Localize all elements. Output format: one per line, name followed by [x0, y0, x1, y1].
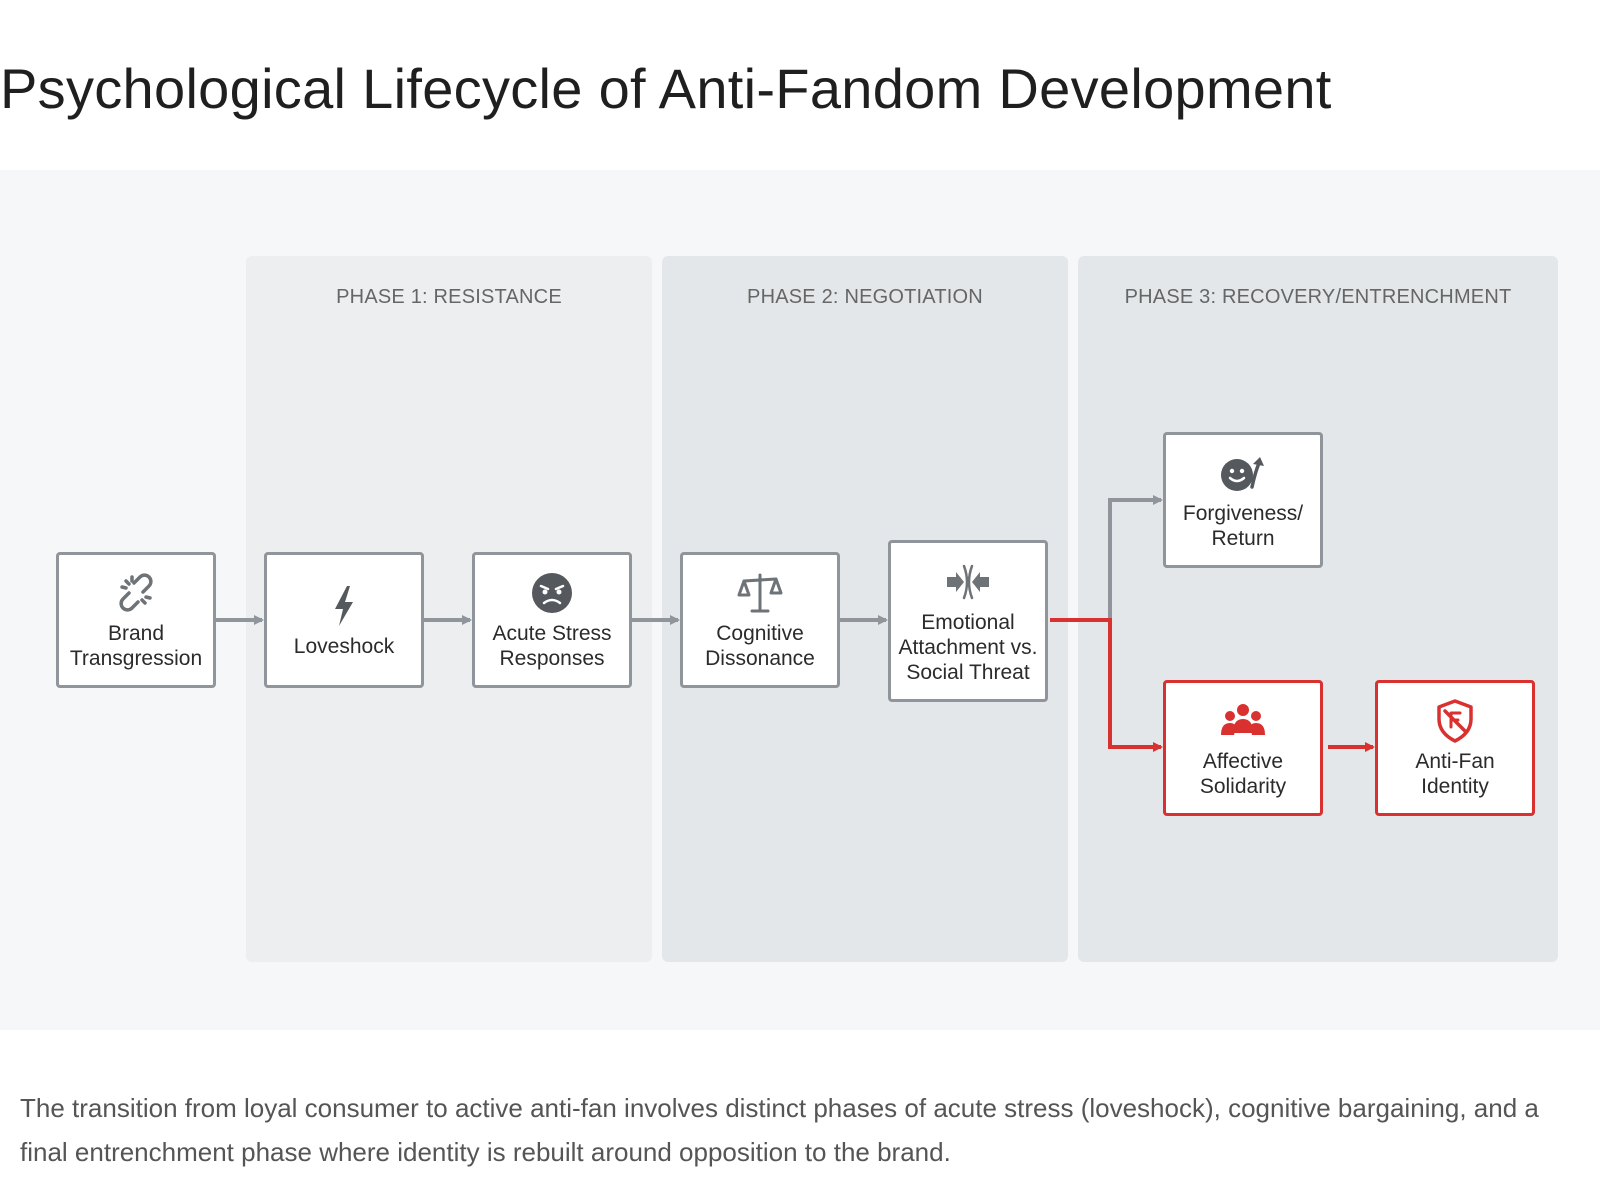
- node-label: Emotional Attachment vs. Social Threat: [898, 610, 1038, 684]
- node-loveshock: Loveshock: [264, 552, 424, 688]
- shield-no-icon: [1437, 699, 1473, 743]
- phase-2-label: PHASE 2: NEGOTIATION: [747, 286, 983, 308]
- node-label: Forgiveness/ Return: [1182, 502, 1304, 550]
- page-title: Psychological Lifecycle of Anti-Fandom D…: [0, 57, 1332, 120]
- phase-1-label: PHASE 1: RESISTANCE: [336, 286, 562, 308]
- lightning-bolt-icon: [335, 585, 353, 626]
- node-affective-solidarity: Affective Solidarity: [1163, 680, 1323, 816]
- diagram-area: PHASE 1: RESISTANCE PHASE 2: NEGOTIATION…: [0, 170, 1600, 1030]
- angry-face-icon: [532, 573, 572, 613]
- arrow-attachment-to-forgiveness: [1050, 495, 1163, 622]
- caption: The transition from loyal consumer to ac…: [20, 1093, 1539, 1167]
- node-label: Brand Transgression: [69, 622, 203, 670]
- node-label: Loveshock: [293, 634, 395, 658]
- node-cognitive-dissonance: Cognitive Dissonance: [680, 552, 840, 688]
- node-label: Cognitive Dissonance: [705, 622, 815, 670]
- phase-3-label: PHASE 3: RECOVERY/ENTRENCHMENT: [1124, 286, 1512, 308]
- phase-recovery-panel: PHASE 3: RECOVERY/ENTRENCHMENT: [1078, 256, 1558, 962]
- balance-scale-icon: [737, 573, 783, 613]
- smiley-up-arrow-icon: [1221, 457, 1264, 491]
- node-forgiveness-return: Forgiveness/ Return: [1163, 432, 1323, 568]
- node-label: Anti-Fan Identity: [1415, 750, 1495, 798]
- converging-arrows-icon: [947, 564, 989, 599]
- flow-arrows: [216, 495, 1375, 752]
- node-acute-stress: Acute Stress Responses: [472, 552, 632, 688]
- node-brand-transgression: Brand Transgression: [56, 552, 216, 688]
- node-label: Acute Stress Responses: [492, 622, 612, 670]
- node-emotional-attachment: Emotional Attachment vs. Social Threat: [888, 540, 1048, 702]
- node-anti-fan-identity: Anti-Fan Identity: [1375, 680, 1535, 816]
- broken-link-icon: [119, 573, 153, 612]
- arrow-attachment-to-solidarity: [1050, 618, 1163, 752]
- group-icon: [1221, 704, 1265, 735]
- node-label: Affective Solidarity: [1199, 750, 1287, 798]
